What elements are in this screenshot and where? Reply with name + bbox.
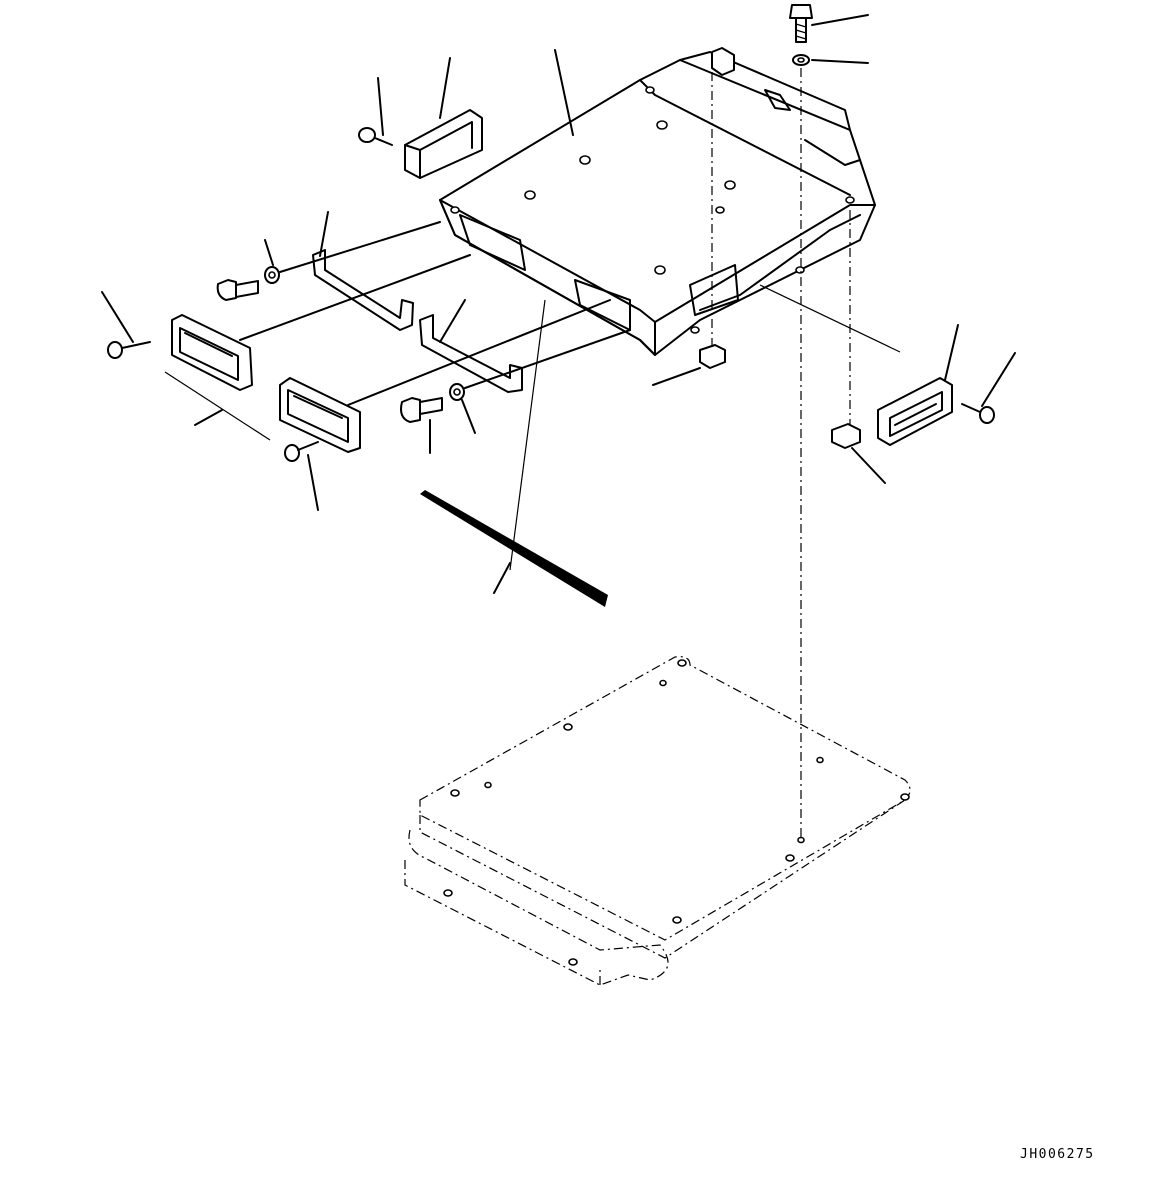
bolt-middle (400, 329, 631, 454)
alignment-lines (509, 68, 851, 840)
drawing-code: JH006275 (1020, 1147, 1095, 1162)
washer-top-right (792, 54, 869, 66)
pad-center (652, 344, 726, 386)
bracket-rear-left (358, 49, 574, 179)
base-plate (404, 656, 911, 986)
vent-grille-right (759, 284, 1016, 446)
pad-right (831, 423, 886, 484)
strap-right (419, 299, 523, 393)
vent-grille-middle (279, 299, 611, 511)
vent-pair-leader (164, 371, 271, 441)
vent-grille-left (101, 254, 471, 391)
housing-box (439, 47, 876, 356)
seal-strip (420, 490, 608, 607)
strap-left (312, 211, 414, 331)
bolt-top-right (789, 4, 869, 43)
bolt-left (216, 221, 441, 301)
